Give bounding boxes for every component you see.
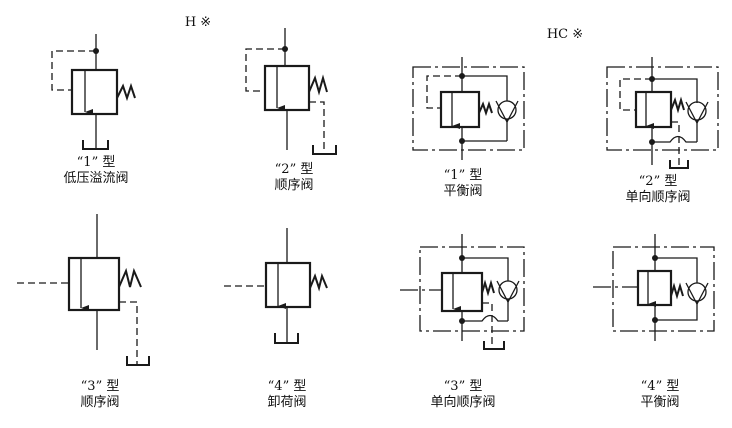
valve-name: 顺序阀 — [274, 178, 314, 193]
valve-envelope — [67, 256, 121, 312]
symbol-hc-1-balance-valve — [412, 57, 525, 160]
valve-envelope — [264, 261, 312, 309]
check-bypass-line — [652, 78, 698, 103]
symbol-label-h-4: “4” 型 卸荷阀 — [267, 379, 306, 411]
symbol-hc-3-check-sequence-valve — [400, 234, 525, 350]
junction-dot — [652, 317, 658, 323]
symbol-hc-2-check-sequence-valve — [606, 57, 719, 169]
symbol-label-h-3: “3” 型 顺序阀 — [80, 379, 119, 411]
tank-icon — [483, 341, 505, 350]
pilot-line — [426, 75, 462, 109]
symbol-h-2-sequence-valve — [245, 28, 337, 155]
type-label: “1” 型 — [76, 155, 116, 170]
group-title-h: H ※ — [184, 15, 212, 30]
valve-name: 单向顺序阀 — [625, 190, 691, 205]
type-label: “2” 型 — [274, 162, 314, 177]
symbol-label-h-2: “2” 型 顺序阀 — [274, 162, 313, 194]
type-label: “2” 型 — [638, 174, 678, 189]
type-label: “4” 型 — [640, 379, 680, 394]
spring-icon — [308, 74, 328, 96]
line-crossover — [462, 314, 508, 322]
valve-name: 卸荷阀 — [267, 395, 307, 410]
drain-line — [482, 302, 493, 348]
valve-name: 低压溢流阀 — [63, 171, 129, 186]
drain-line — [309, 101, 325, 152]
spring-icon — [309, 272, 328, 292]
pilot-line — [51, 50, 96, 91]
tank-icon — [126, 356, 150, 366]
symbol-label-h-1: “1” 型 低压溢流阀 — [63, 155, 128, 187]
valve-name: 平衡阀 — [443, 184, 483, 199]
check-bypass-line — [462, 257, 509, 281]
symbol-h-3-sequence-valve — [17, 214, 150, 366]
assembly-boundary — [412, 66, 525, 151]
tank-icon — [82, 140, 109, 150]
pilot-line — [619, 78, 652, 111]
pilot-line — [245, 48, 285, 92]
assembly-boundary — [419, 246, 525, 332]
spring-icon — [670, 96, 685, 114]
spring-icon — [670, 282, 684, 300]
check-bypass-line — [462, 75, 508, 101]
valve-envelope — [636, 269, 673, 307]
spring-icon — [481, 279, 495, 297]
tank-icon — [274, 333, 299, 344]
valve-name: 单向顺序阀 — [430, 395, 496, 410]
check-return-line — [655, 301, 698, 321]
valve-envelope — [439, 90, 481, 129]
check-bypass-line — [655, 257, 698, 283]
valve-envelope — [440, 271, 484, 313]
symbol-label-hc-3: “3” 型 单向顺序阀 — [430, 379, 495, 411]
tank-icon — [312, 145, 337, 155]
assembly-boundary — [606, 66, 719, 151]
spring-icon — [116, 82, 136, 102]
type-label: “3” 型 — [443, 379, 483, 394]
symbol-label-hc-2: “2” 型 单向顺序阀 — [625, 174, 690, 206]
valve-name: 平衡阀 — [640, 395, 680, 410]
type-label: “4” 型 — [267, 379, 307, 394]
group-title-hc: HC ※ — [546, 27, 584, 42]
line-crossover — [652, 135, 697, 143]
valve-envelope — [263, 64, 311, 112]
assembly-boundary — [612, 246, 715, 332]
symbol-h-1-relief-valve — [51, 34, 136, 150]
symbol-hc-4-balance-valve — [593, 234, 715, 341]
tank-icon — [669, 160, 689, 169]
spring-icon — [478, 100, 493, 117]
type-label: “3” 型 — [80, 379, 120, 394]
drain-line — [119, 301, 138, 364]
valve-name: 顺序阀 — [80, 395, 120, 410]
symbol-label-hc-1: “1” 型 平衡阀 — [443, 168, 482, 200]
valve-envelope — [634, 90, 673, 129]
type-label: “1” 型 — [443, 168, 483, 183]
valve-envelope — [70, 68, 119, 116]
drain-line — [671, 121, 680, 167]
spring-icon — [118, 267, 142, 288]
symbol-label-hc-4: “4” 型 平衡阀 — [640, 379, 679, 411]
symbol-h-4-unloading-valve — [224, 228, 328, 344]
